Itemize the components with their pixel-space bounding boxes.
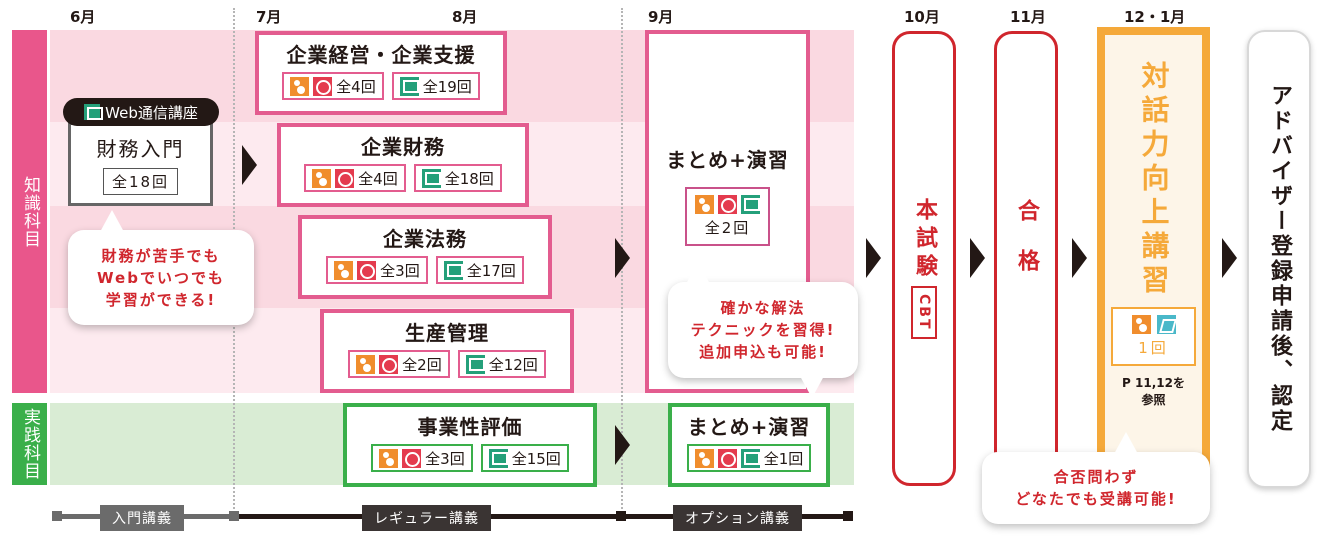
intro-course-title: 財務入門	[96, 137, 185, 161]
web-sessions: 全12回	[457, 350, 546, 378]
web-course-icon	[421, 168, 441, 188]
web-course-badge: Web通信講座	[63, 98, 219, 126]
web-course-icon	[399, 76, 419, 96]
timeline-regular-track	[234, 514, 848, 519]
exam-title: 本試験	[912, 198, 937, 283]
dialog-page-ref-2: 参照	[1141, 393, 1166, 407]
arrow-practice-to-summary	[615, 425, 630, 465]
dialog-page-ref: P 11,12を	[1122, 376, 1185, 390]
timeline-node-option-start	[616, 511, 626, 521]
course-box-production: 生産管理 全2回 全12回	[320, 309, 574, 393]
option-callout-tail-up	[686, 262, 710, 284]
timeline-intro-label: 入門講義	[100, 505, 184, 531]
live-sessions: 全3回	[371, 444, 473, 472]
classroom-icon	[695, 195, 714, 214]
course-box-legal: 企業法務 全3回 全17回	[298, 215, 552, 299]
web-course-icon	[84, 104, 104, 120]
timeline-node-end	[843, 511, 853, 521]
timeline-node-start	[52, 511, 62, 521]
web-course-icon	[741, 195, 760, 214]
course-box-business-evaluation: 事業性評価 全3回 全15回	[343, 403, 597, 487]
exam-cbt-badge: CBT	[911, 286, 937, 339]
web-sessions: 全19回	[391, 72, 480, 100]
summary-sessions: 全2回	[685, 187, 770, 246]
live-stream-icon	[402, 448, 422, 468]
intro-course-count: 全18回	[102, 168, 179, 195]
web-sessions: 全18回	[413, 164, 502, 192]
timeline-node-regular-start	[229, 511, 239, 521]
summary-sessions: 全1回	[686, 444, 812, 472]
course-title: 事業性評価	[417, 415, 523, 439]
intro-callout-tail	[100, 210, 124, 232]
category-knowledge: 知識科目	[12, 30, 47, 393]
course-box-finance: 企業財務 全4回 全18回	[277, 123, 529, 207]
web-course-icon	[488, 448, 508, 468]
pass-title: 合格	[1014, 198, 1039, 299]
web-course-icon	[443, 260, 463, 280]
text-icon	[1156, 315, 1176, 334]
live-sessions: 全4回	[282, 72, 384, 100]
option-callout-tail-down	[800, 376, 824, 398]
live-sessions: 全4回	[304, 164, 406, 192]
arrow-to-dialog	[1072, 238, 1087, 278]
live-sessions: 全2回	[348, 350, 450, 378]
dialog-callout: 合否問わず どなたでも受講可能!	[982, 452, 1210, 524]
live-stream-icon	[313, 76, 333, 96]
course-title: 企業法務	[383, 227, 467, 251]
month-oct: 10月	[904, 8, 940, 26]
dialog-course-title: 対話力向上講習	[1137, 61, 1171, 299]
intro-course-box: 財務入門 全18回	[68, 122, 213, 206]
dialog-course-box: 対話力向上講習 1回 P 11,12を 参照	[1097, 27, 1210, 487]
classroom-icon	[1131, 315, 1151, 334]
dialog-callout-tail	[1114, 432, 1138, 454]
month-nov: 11月	[1010, 8, 1046, 26]
option-callout: 確かな解法 テクニックを習得! 追加申込も可能!	[668, 282, 858, 378]
month-jun: 6月	[70, 8, 96, 26]
live-stream-icon	[717, 448, 737, 468]
final-title: アドバイザー登録申請後、認定	[1267, 84, 1292, 434]
live-stream-icon	[357, 260, 377, 280]
summary-practice-box: まとめ+演習 全1回	[668, 403, 830, 487]
course-title: 生産管理	[405, 321, 489, 345]
month-sep: 9月	[648, 8, 674, 26]
classroom-icon	[290, 76, 310, 96]
dialog-sessions: 1回	[1111, 307, 1196, 366]
classroom-icon	[356, 354, 376, 374]
web-sessions: 全17回	[435, 256, 524, 284]
summary-title: まとめ+演習	[687, 415, 811, 439]
course-title: 企業財務	[361, 135, 445, 159]
course-title: 企業経営・企業支援	[286, 43, 476, 67]
category-practice: 実践科目	[12, 403, 47, 485]
pass-box: 合格	[994, 31, 1058, 486]
exam-box: 本試験 CBT	[892, 31, 956, 486]
month-aug: 8月	[452, 8, 478, 26]
arrow-intro-to-regular	[242, 145, 257, 185]
course-box-management: 企業経営・企業支援 全4回 全19回	[255, 31, 507, 115]
live-stream-icon	[335, 168, 355, 188]
classroom-icon	[334, 260, 354, 280]
intro-callout: 財務が苦手でも Webでいつでも 学習ができる!	[68, 230, 254, 325]
web-course-icon	[740, 448, 760, 468]
web-course-icon	[465, 354, 485, 374]
timeline-regular-label: レギュラー講義	[362, 505, 491, 531]
summary-title: まとめ+演習	[666, 148, 789, 172]
live-stream-icon	[379, 354, 399, 374]
arrow-regular-to-summary	[615, 238, 630, 278]
web-sessions: 全15回	[480, 444, 569, 472]
classroom-icon	[694, 448, 714, 468]
classroom-icon	[312, 168, 332, 188]
timeline-option-label: オプション講義	[673, 505, 802, 531]
arrow-to-pass	[970, 238, 985, 278]
month-dec-jan: 12・1月	[1124, 8, 1186, 26]
arrow-to-final	[1222, 238, 1237, 278]
live-stream-icon	[718, 195, 737, 214]
arrow-to-exam	[866, 238, 881, 278]
classroom-icon	[379, 448, 399, 468]
month-jul: 7月	[256, 8, 282, 26]
final-certification-box: アドバイザー登録申請後、認定	[1247, 30, 1311, 488]
live-sessions: 全3回	[326, 256, 428, 284]
